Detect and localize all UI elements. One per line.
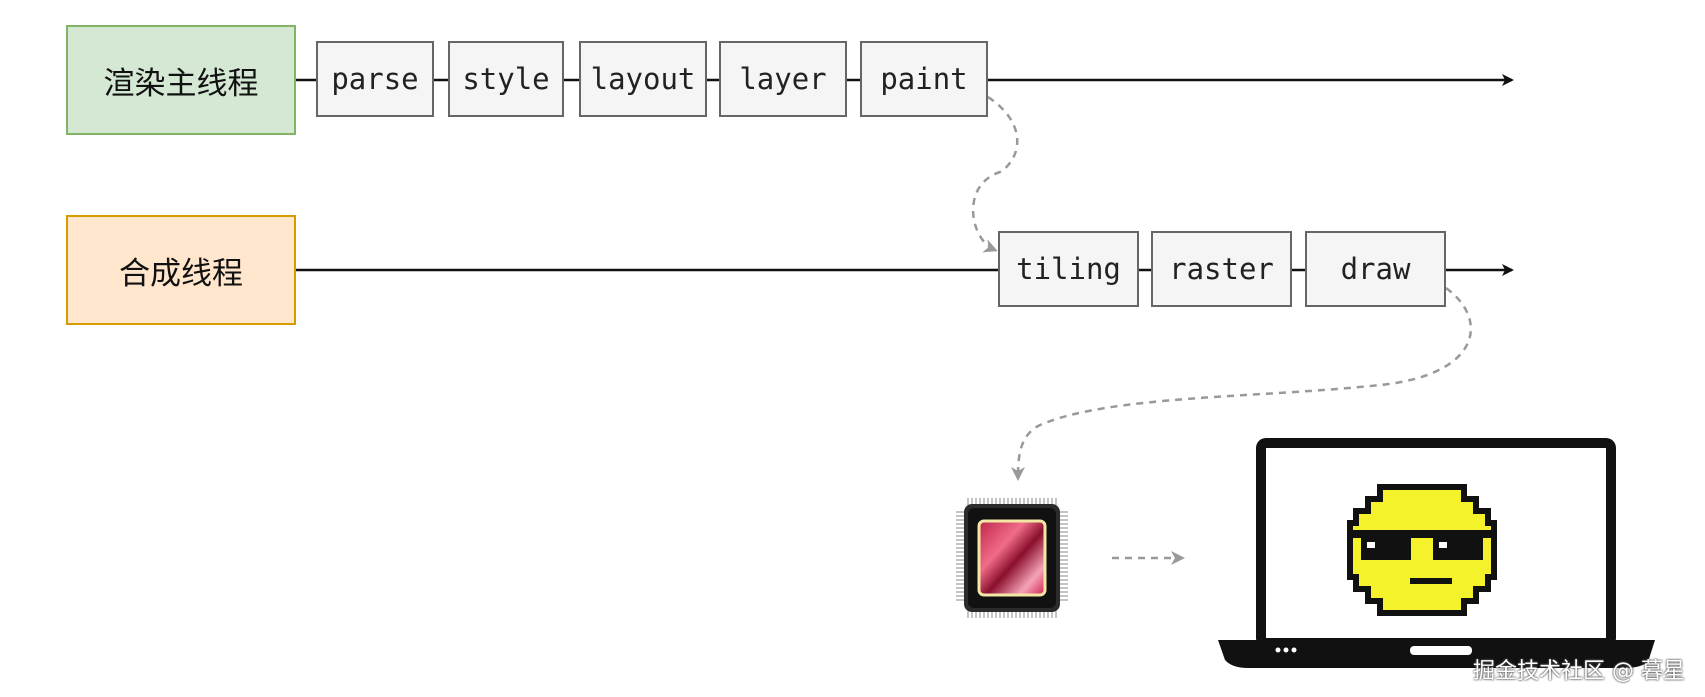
watermark: 掘金技术社区 @ 暮星 xyxy=(1473,659,1685,684)
paint-to-tiling-connector xyxy=(971,95,1019,253)
stage-style: style xyxy=(448,41,564,117)
stage-tiling: tiling xyxy=(998,231,1139,307)
stage-draw: draw xyxy=(1305,231,1446,307)
stage-raster: raster xyxy=(1151,231,1292,307)
stage-paint: paint xyxy=(860,41,988,117)
draw-to-gpu-connector xyxy=(1011,286,1472,481)
main-thread-label: 渲染主线程 xyxy=(66,25,296,135)
stage-parse: parse xyxy=(316,41,434,117)
compositor-thread-label: 合成线程 xyxy=(66,215,296,325)
gpu-chip-icon xyxy=(956,498,1068,618)
stage-layout: layout xyxy=(579,41,707,117)
sunglasses-smiley-icon xyxy=(1347,484,1497,616)
stage-layer: layer xyxy=(719,41,847,117)
